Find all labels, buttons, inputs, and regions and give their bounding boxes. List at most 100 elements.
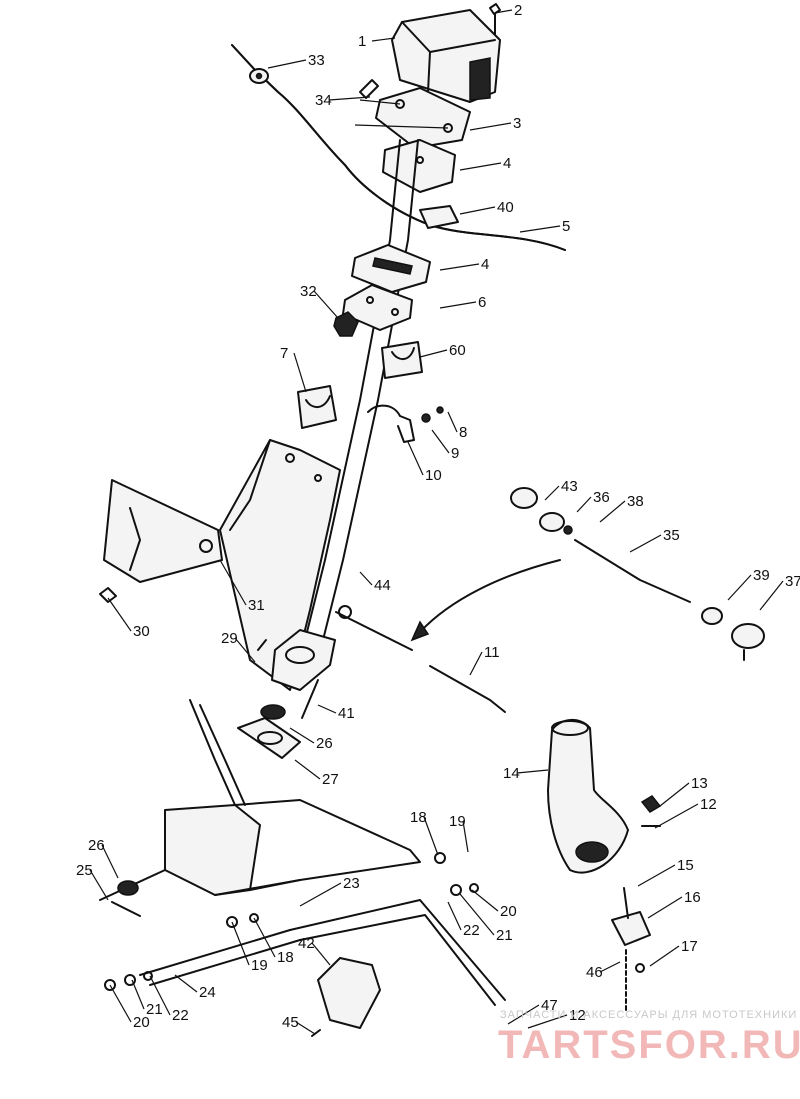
leader-line-47	[507, 1004, 540, 1025]
leader-line-18b	[253, 917, 276, 958]
clamp-plate	[354, 87, 471, 149]
arm-bolt	[301, 679, 319, 719]
leader-line-1	[371, 37, 396, 42]
leader-line-3	[469, 122, 512, 131]
part-label-7: 7	[280, 345, 288, 362]
leader-line-16	[647, 896, 683, 919]
knuckle-nut	[640, 795, 662, 827]
part-label-10: 10	[425, 467, 442, 484]
leader-line-24	[174, 974, 198, 993]
leader-line-8	[447, 411, 458, 433]
leader-line-7	[293, 352, 307, 393]
leader-line-11	[469, 651, 483, 676]
part-label-22a: 22	[463, 922, 480, 939]
leader-line-35	[629, 534, 662, 553]
leader-line-4b	[439, 263, 480, 271]
part-label-3: 3	[513, 115, 521, 132]
part-label-23: 23	[343, 875, 360, 892]
leader-line-17	[649, 945, 680, 967]
part-label-9: 9	[451, 445, 459, 462]
part-label-11: 11	[484, 644, 500, 661]
leader-line-12a	[654, 803, 699, 829]
leader-line-37	[759, 580, 784, 611]
part-label-22b: 22	[172, 1007, 189, 1024]
part-label-6: 6	[478, 294, 486, 311]
part-label-14: 14	[503, 765, 520, 782]
part-label-12b: 12	[569, 1007, 586, 1024]
part-label-26a: 26	[316, 735, 333, 752]
watermark: ЗАПЧАСТИ И АКСЕССУАРЫ ДЛЯ МОТОТЕХНИКИ TA…	[498, 1009, 800, 1067]
part-label-15: 15	[677, 857, 694, 874]
part-label-46: 46	[586, 964, 603, 981]
leader-line-41	[317, 704, 337, 714]
part-label-19b: 19	[251, 957, 268, 974]
part-label-16: 16	[684, 889, 701, 906]
part-label-36: 36	[593, 489, 610, 506]
leader-line-60	[419, 349, 448, 358]
part-label-44: 44	[374, 577, 391, 594]
part-label-26b: 26	[88, 837, 105, 854]
pad-screw	[489, 3, 501, 35]
post-nut	[333, 311, 359, 337]
part-label-29: 29	[221, 630, 238, 647]
part-label-20b: 20	[133, 1014, 150, 1031]
bar-insert	[419, 205, 459, 229]
part-label-8: 8	[459, 424, 467, 441]
lower-clamp-block	[351, 244, 431, 293]
leader-line-21b	[131, 979, 145, 1010]
leader-line-21a	[459, 893, 495, 936]
leader-line-45	[295, 1021, 316, 1035]
leader-line-27	[294, 759, 321, 780]
steering-arm	[271, 629, 336, 691]
part-label-24: 24	[199, 984, 216, 1001]
leader-line-31	[219, 559, 247, 606]
leader-line-20a	[471, 889, 499, 912]
direction-arrow	[410, 559, 561, 642]
leader-line-34	[328, 96, 371, 101]
side-bracket	[103, 479, 223, 583]
clamp-bolt	[359, 79, 379, 99]
part-label-19a: 19	[449, 813, 466, 830]
leader-line-12b	[527, 1014, 568, 1029]
part-label-4b: 4	[481, 256, 489, 273]
leader-line-39	[727, 574, 752, 601]
part-label-38: 38	[627, 493, 644, 510]
leader-line-33	[267, 59, 307, 69]
bushing-left	[297, 385, 337, 429]
leader-line-15	[637, 864, 676, 887]
part-label-60: 60	[449, 342, 466, 359]
part-label-34: 34	[315, 92, 332, 109]
leader-line-19b	[231, 921, 250, 966]
leader-line-14	[516, 769, 549, 774]
lower-hardware	[104, 852, 479, 1037]
leader-line-26a	[289, 727, 315, 744]
part-label-4a: 4	[503, 155, 511, 172]
lower-frame	[99, 699, 421, 901]
part-label-1: 1	[358, 33, 366, 50]
part-label-41: 41	[338, 705, 355, 722]
part-label-40: 40	[497, 199, 514, 216]
part-label-2: 2	[514, 2, 522, 19]
part-label-25: 25	[76, 862, 93, 879]
part-label-35: 35	[663, 527, 680, 544]
tie-rod-long	[335, 605, 506, 713]
handlebar-pad	[391, 9, 501, 103]
post-bracket-clip	[367, 404, 444, 443]
leader-line-10	[407, 441, 424, 476]
part-label-32: 32	[300, 283, 317, 300]
leader-lines	[89, 9, 784, 1035]
leader-line-13	[659, 782, 690, 807]
part-label-37: 37	[785, 573, 800, 590]
tie-rod-short	[510, 487, 765, 661]
leader-line-44	[359, 571, 373, 586]
leader-line-40	[459, 206, 496, 215]
leader-line-22a	[447, 901, 462, 931]
brake-plate	[611, 887, 651, 1011]
leader-line-43	[544, 485, 560, 501]
leader-line-32	[313, 290, 339, 319]
upper-clamp-block	[382, 139, 456, 193]
leader-line-6	[439, 301, 477, 309]
part-label-5: 5	[562, 218, 570, 235]
arm-pin	[257, 639, 267, 651]
